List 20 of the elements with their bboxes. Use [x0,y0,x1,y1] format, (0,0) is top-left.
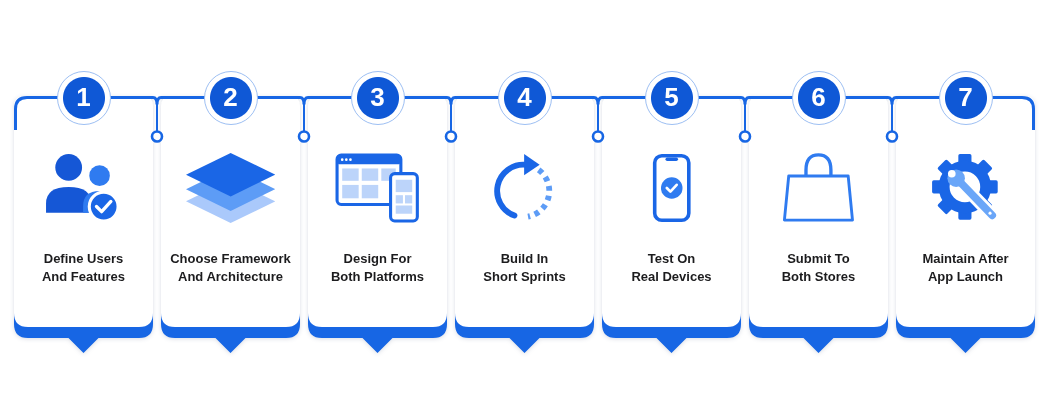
connector-line [740,96,750,106]
step-number-badge: 7 [938,70,993,125]
step-title: Build In Short Sprints [482,250,567,286]
step-title: Submit To Both Stores [780,250,857,286]
step-number-badge: 3 [350,70,405,125]
step-number-badge: 5 [644,70,699,125]
step-number-badge: 1 [56,70,111,125]
connector-line [299,96,309,106]
step-title: Maintain After App Launch [921,250,1010,286]
step-title: Test On Real Devices [630,250,713,286]
connector-line [887,96,897,106]
connector-line [152,96,162,106]
step-number-badge: 2 [203,70,258,125]
step-number-badge: 6 [791,70,846,125]
step-title: Design For Both Platforms [329,250,426,286]
step-title: Choose Framework And Architecture [169,250,292,286]
step-title: Define Users And Features [40,250,127,286]
connector-line [446,96,456,106]
step-number-badge: 4 [497,70,552,125]
connector-line [593,96,603,106]
